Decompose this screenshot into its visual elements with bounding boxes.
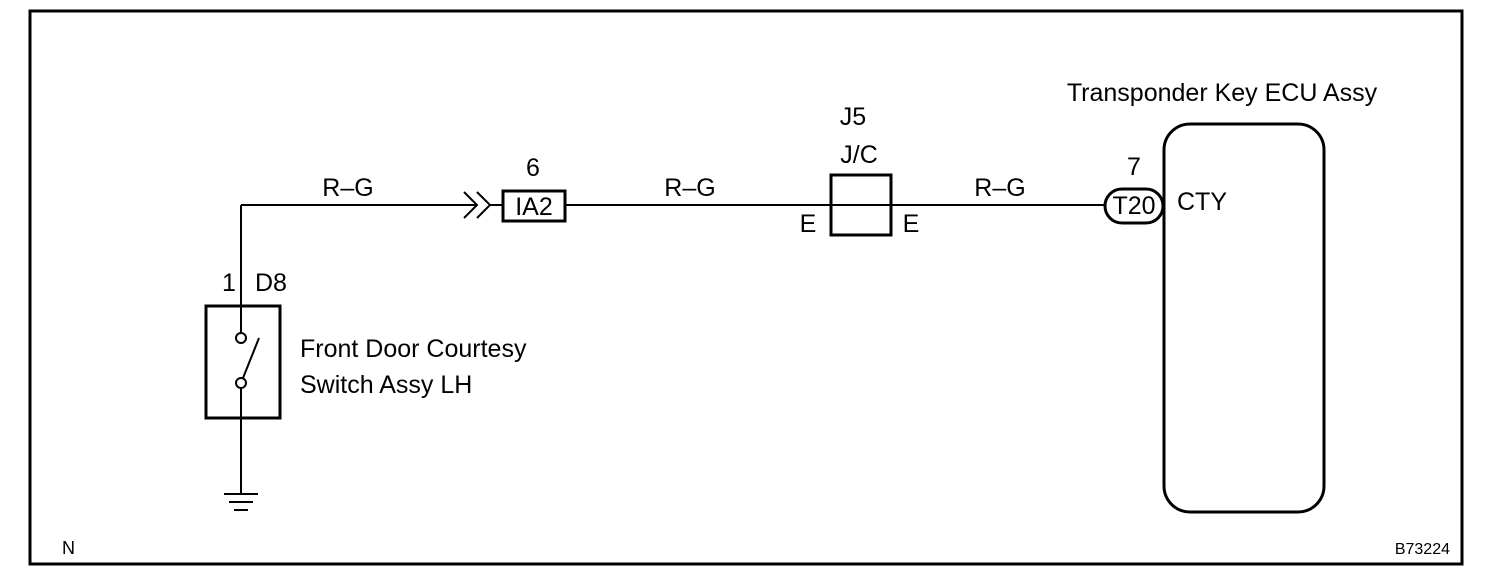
wire-label-3: R–G xyxy=(974,174,1025,202)
wire-label-2: R–G xyxy=(664,174,715,202)
chevron-connector-icon-2 xyxy=(476,191,492,219)
wire-label-1: R–G xyxy=(322,174,373,202)
ecu-body xyxy=(1162,122,1326,514)
switch-name-line2: Switch Assy LH xyxy=(300,371,472,399)
figure-id: B73224 xyxy=(1395,541,1450,558)
diagram-frame xyxy=(28,9,1464,566)
ecu-title: Transponder Key ECU Assy xyxy=(1067,79,1378,107)
ecu-pin: 7 xyxy=(1127,153,1141,181)
switch-connector: D8 xyxy=(255,269,287,297)
ecu-connector-t20 xyxy=(1103,187,1165,225)
connector-ia2-box xyxy=(501,189,567,223)
ecu-terminal: CTY xyxy=(1177,188,1227,216)
chevron-connector-icon xyxy=(463,191,479,219)
junction-type: J/C xyxy=(840,141,878,169)
ground-icon xyxy=(224,418,258,511)
footer-left-code: N xyxy=(62,538,75,558)
switch-pin: 1 xyxy=(222,269,236,297)
junction-right-terminal: E xyxy=(903,210,920,238)
junction-left-terminal: E xyxy=(800,210,817,238)
wire-run xyxy=(240,191,1105,306)
connector-ia2-name: IA2 xyxy=(515,193,553,221)
switch-name-line1: Front Door Courtesy xyxy=(300,335,527,363)
junction-name: J5 xyxy=(840,103,866,131)
switch-box xyxy=(204,304,282,420)
ecu-connector-name: T20 xyxy=(1112,192,1155,220)
switch-icon xyxy=(235,306,260,418)
connector-ia2-pin: 6 xyxy=(526,154,540,182)
